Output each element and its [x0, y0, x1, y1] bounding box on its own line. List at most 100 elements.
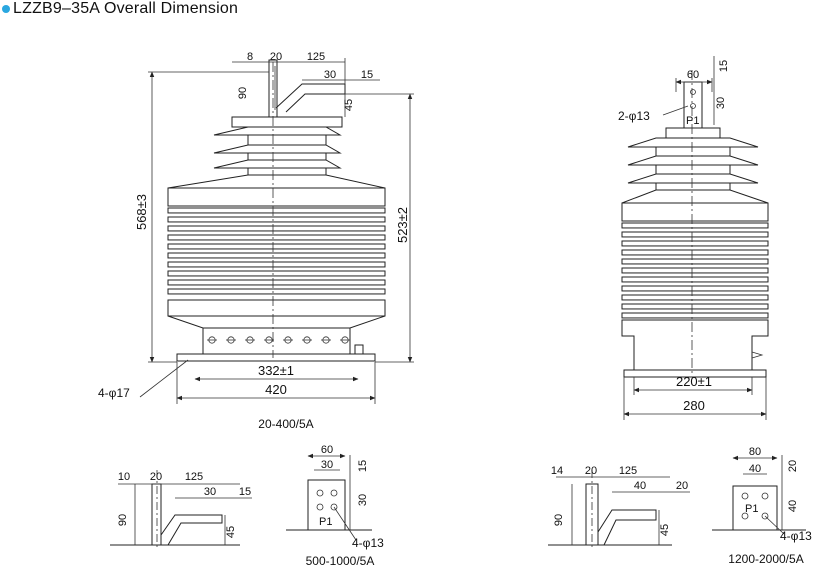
detail-1200-dim-40: 40 [634, 480, 646, 492]
front-dim-30: 30 [324, 69, 336, 81]
side-terminal-hole [690, 89, 696, 95]
detail-1200-side: 14 20 125 40 20 90 45 [548, 465, 690, 550]
detail-1200-dim-40: 40 [749, 463, 761, 475]
front-height-body-label: 523±2 [395, 207, 410, 243]
detail-1200-hole [741, 492, 749, 500]
detail-500-dim-60: 60 [321, 444, 333, 456]
front-head-cap [231, 116, 343, 128]
detail-500-dim-90: 90 [117, 514, 129, 526]
front-base-taper [167, 315, 386, 329]
body-rib [621, 312, 769, 319]
front-dim-15: 15 [361, 69, 373, 81]
detail-1200-holes-label: 4-φ13 [780, 529, 812, 543]
front-mount-label: 332±1 [258, 363, 294, 378]
side-head-cap [665, 127, 721, 139]
detail-1200-dim-45: 45 [659, 524, 671, 536]
front-holes-label: 4-φ17 [98, 386, 130, 400]
detail-1200-dim-125: 125 [619, 465, 637, 477]
detail-500-hole [330, 489, 338, 497]
detail-500-plate [307, 479, 346, 531]
body-rib [621, 258, 769, 265]
detail-500-bus-bar [160, 514, 223, 546]
front-dim-8: 8 [247, 51, 253, 63]
detail-1200-dim-40v: 40 [787, 500, 799, 512]
front-mount-plate [176, 353, 376, 362]
detail-500-face: P1 60 30 15 30 4-φ13 500-1000/5A [286, 444, 384, 568]
body-rib [167, 252, 386, 259]
detail-500-dim-10: 10 [118, 471, 130, 483]
body-rib [621, 231, 769, 238]
detail-500-dim-15: 15 [239, 486, 251, 498]
side-shoulder [621, 189, 769, 204]
side-holes-label: 2-φ13 [618, 109, 650, 123]
side-dim-30: 30 [715, 97, 727, 109]
detail-1200-dim-20b: 20 [676, 480, 688, 492]
front-dim-45: 45 [343, 99, 355, 111]
body-rib [621, 222, 769, 229]
front-secondary-studs [207, 336, 350, 344]
side-p1-label: P1 [686, 115, 699, 127]
detail-500-dim-30: 30 [321, 459, 333, 471]
bullet-dot-icon [2, 5, 10, 13]
front-dim-90: 90 [237, 87, 249, 99]
front-shoulder [167, 174, 386, 189]
front-body-ribs [167, 207, 386, 295]
side-body-top [621, 202, 769, 222]
detail-500-caption: 500-1000/5A [306, 554, 375, 568]
detail-1200-face: P1 80 40 20 40 4-φ13 1200-2000/5A [712, 446, 812, 566]
front-bus-bar [275, 83, 346, 113]
front-dim-20: 20 [270, 51, 282, 63]
body-rib [167, 234, 386, 241]
detail-1200-dim-20: 20 [585, 465, 597, 477]
front-height-total-label: 568±3 [134, 194, 149, 230]
detail-1200-hole [761, 492, 769, 500]
detail-1200-bus-bar [597, 509, 657, 546]
detail-1200-dim-14: 14 [551, 465, 563, 477]
body-rib [167, 216, 386, 223]
detail-500-side: 10 20 125 30 15 90 45 [110, 470, 252, 550]
front-caption: 20-400/5A [258, 417, 313, 431]
side-base-box [621, 319, 769, 371]
front-terminal-box [202, 327, 351, 355]
diagram-title: LZZB9–35A Overall Dimension [2, 0, 238, 18]
detail-1200-p1: P1 [745, 503, 758, 515]
body-rib [167, 261, 386, 268]
front-body-top [167, 187, 386, 207]
front-view: 568±3 523±2 8 20 125 30 15 90 45 332±1 4… [98, 51, 414, 431]
front-upper-sheds [213, 126, 342, 176]
detail-500-dim-125: 125 [185, 471, 203, 483]
front-body-bottom [167, 299, 386, 317]
body-rib [167, 270, 386, 277]
detail-1200-caption: 1200-2000/5A [728, 552, 803, 566]
body-rib [167, 288, 386, 295]
detail-1200-hole [741, 512, 749, 520]
body-rib [621, 276, 769, 283]
front-ground-bolt [354, 344, 364, 355]
detail-1200-plate [732, 485, 778, 531]
body-rib [621, 294, 769, 301]
detail-500-dim-30v: 30 [357, 494, 369, 506]
body-rib [167, 279, 386, 286]
side-terminal-hole [690, 103, 696, 109]
title-text: LZZB9–35A Overall Dimension [13, 0, 239, 17]
side-mount-label: 220±1 [676, 374, 712, 389]
body-rib [167, 243, 386, 250]
body-rib [621, 240, 769, 247]
detail-500-holes-label: 4-φ13 [352, 536, 384, 550]
side-dim-60: 60 [687, 69, 699, 81]
body-rib [167, 225, 386, 232]
detail-500-dim-20: 20 [150, 471, 162, 483]
detail-1200-dim-90: 90 [553, 514, 565, 526]
detail-500-dim-45: 45 [225, 526, 237, 538]
side-upper-sheds [627, 137, 759, 191]
body-rib [621, 249, 769, 256]
detail-1200-dim-80: 80 [749, 446, 761, 458]
detail-500-rod [151, 483, 162, 546]
side-dim-15: 15 [718, 60, 730, 72]
detail-500-p1: P1 [319, 516, 332, 528]
side-mount-plate [623, 369, 767, 378]
body-rib [621, 267, 769, 274]
detail-500-dim-15: 15 [357, 460, 369, 472]
detail-1200-dim-20: 20 [787, 460, 799, 472]
